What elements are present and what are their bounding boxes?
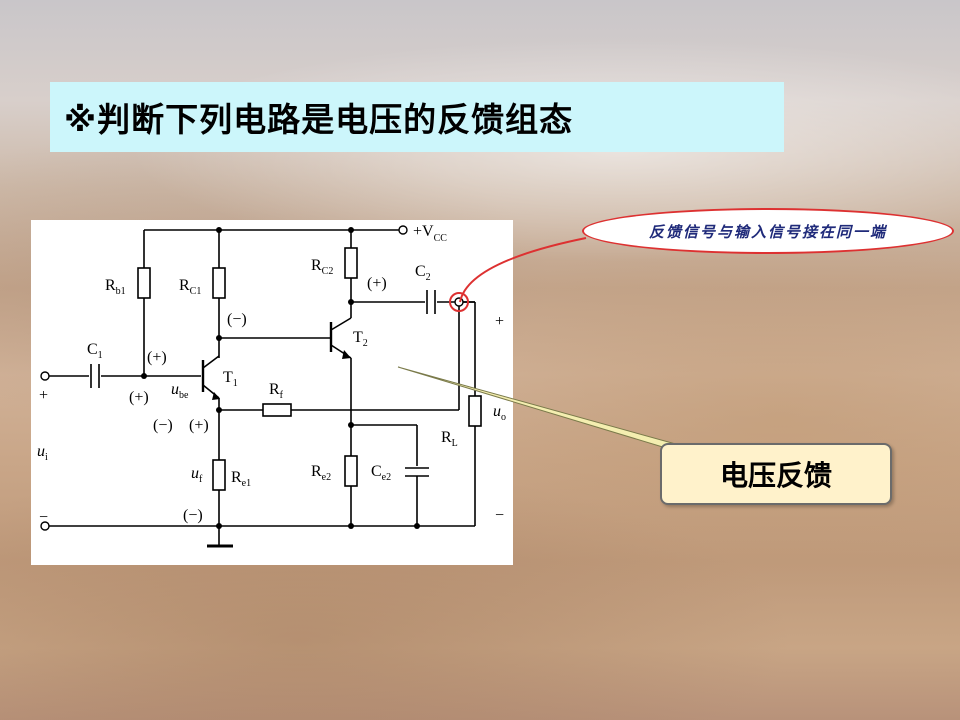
rc1-label: RC1 bbox=[179, 277, 201, 297]
ube-label: ube bbox=[171, 381, 189, 401]
polarity-base1-upper: (+) bbox=[147, 349, 167, 366]
output-minus-sign: − bbox=[495, 507, 504, 524]
t2-label: T2 bbox=[353, 329, 368, 349]
uf-label: uf bbox=[191, 465, 203, 485]
re1-resistor bbox=[212, 459, 226, 491]
rb1-resistor bbox=[137, 267, 151, 299]
circuit-schematic: +VCC Rb1 RC1 RC2 C2 C1 T1 T2 Rf Re1 Re2 … bbox=[37, 223, 506, 548]
t1-label: T1 bbox=[223, 369, 238, 389]
callout-text: 反馈信号与输入信号接在同一端 bbox=[648, 222, 887, 241]
rf-label: Rf bbox=[269, 381, 284, 401]
polarity-collector2: (+) bbox=[367, 275, 387, 292]
re2-resistor bbox=[344, 455, 358, 487]
ui-label: ui bbox=[37, 443, 48, 463]
input-plus-sign: + bbox=[39, 387, 48, 404]
rf-resistor bbox=[262, 403, 292, 417]
rc1-resistor bbox=[212, 267, 226, 299]
ce2-label: Ce2 bbox=[371, 463, 391, 483]
feedback-callout: 反馈信号与输入信号接在同一端 bbox=[582, 208, 954, 254]
re1-label: Re1 bbox=[231, 469, 251, 489]
circuit-diagram: +VCC Rb1 RC1 RC2 C2 C1 T1 T2 Rf Re1 Re2 … bbox=[31, 220, 513, 565]
c1-label: C1 bbox=[87, 341, 103, 361]
rb1-label: Rb1 bbox=[105, 277, 126, 297]
c2-label: C2 bbox=[415, 263, 431, 283]
rl-resistor bbox=[468, 395, 482, 427]
re2-label: Re2 bbox=[311, 463, 331, 483]
answer-box: 电压反馈 bbox=[660, 443, 892, 505]
polarity-emitter1-minus: (−) bbox=[153, 417, 173, 434]
rl-label: RL bbox=[441, 429, 458, 449]
uo-label: uo bbox=[493, 403, 506, 423]
rc2-label: RC2 bbox=[311, 257, 333, 277]
polarity-emitter1-plus: (+) bbox=[189, 417, 209, 434]
polarity-re1-bottom: (−) bbox=[183, 507, 203, 524]
answer-text: 电压反馈 bbox=[719, 459, 832, 492]
slide-title: ※判断下列电路是电压的反馈组态 bbox=[64, 100, 574, 139]
polarity-collector1: (−) bbox=[227, 311, 247, 328]
vcc-label: +VCC bbox=[413, 223, 447, 244]
polarity-base1-lower: (+) bbox=[129, 389, 149, 406]
input-minus-sign: − bbox=[39, 509, 48, 526]
output-plus-sign: + bbox=[495, 313, 504, 330]
title-banner: ※判断下列电路是电压的反馈组态 bbox=[50, 82, 784, 152]
rc2-resistor bbox=[344, 247, 358, 279]
